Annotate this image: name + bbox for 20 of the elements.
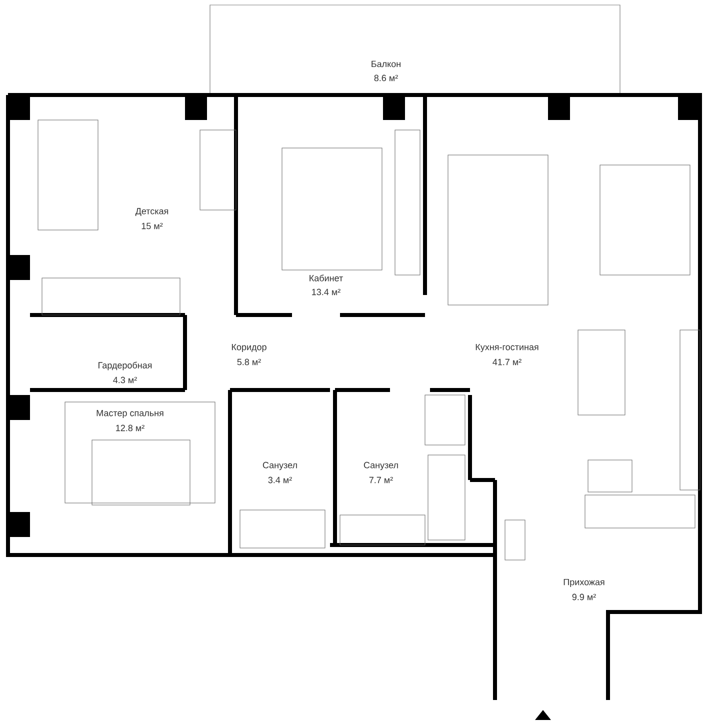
- room-area: 3.4 м²: [268, 476, 292, 484]
- room-name: Кабинет: [310, 274, 343, 282]
- room-area: 8.6 м²: [374, 74, 398, 82]
- room-name: Гардеробная: [98, 362, 152, 370]
- room-name: Мастер спальня: [96, 410, 164, 418]
- room-area: 5.8 м²: [237, 358, 261, 366]
- room-name: Коридор: [232, 344, 266, 352]
- room-area: 13.4 м²: [312, 288, 340, 296]
- room-name: Детская: [135, 208, 168, 216]
- room-area: 4.3 м²: [113, 376, 137, 384]
- room-name: Балкон: [372, 60, 400, 68]
- room-area: 9.9 м²: [572, 594, 596, 600]
- room-area: 7.7 м²: [369, 476, 393, 484]
- room-area: 15 м²: [142, 222, 163, 230]
- room-area: 12.8 м²: [116, 424, 144, 432]
- room-name: Санузел: [262, 462, 297, 470]
- room-name: Прихожая: [564, 578, 604, 588]
- room-area: 41.7 м²: [492, 358, 522, 366]
- room-name: Кухня-гостиная: [476, 344, 538, 352]
- room-name: Санузел: [364, 462, 398, 470]
